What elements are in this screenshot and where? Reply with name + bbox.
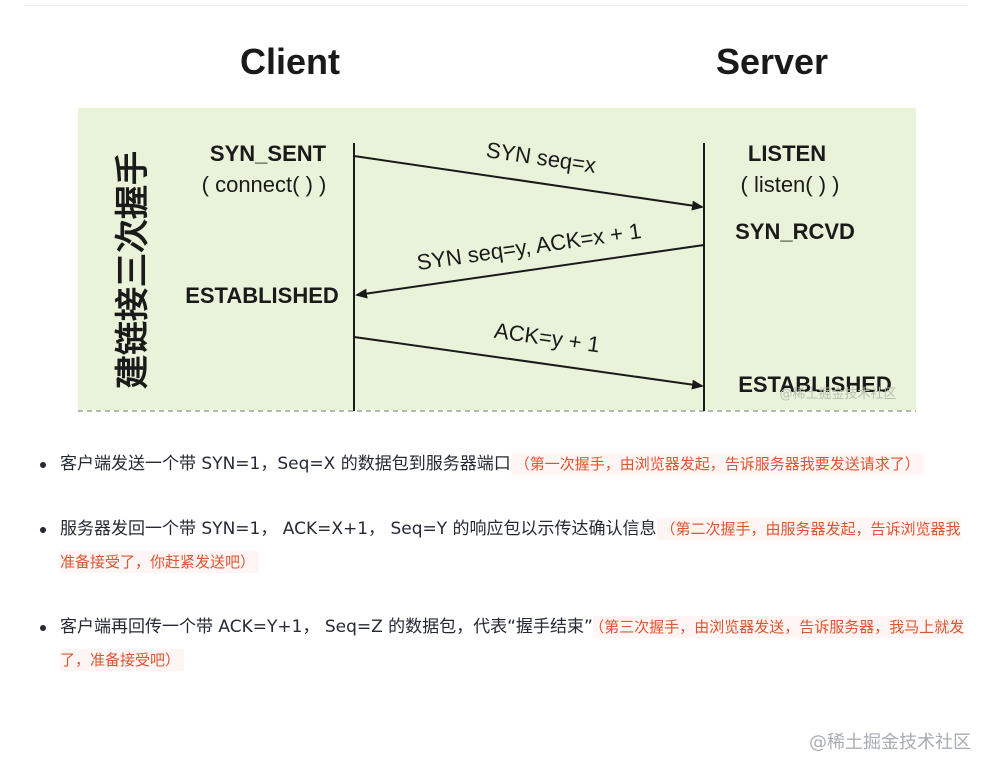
- tcp-handshake-diagram: Client Server 建链接三次握手 SYN_SENT ( connect…: [78, 41, 916, 412]
- client-state-syn-sent: SYN_SENT: [210, 141, 327, 166]
- server-state-listen: LISTEN: [748, 141, 826, 166]
- list-item: 客户端发送一个带 SYN=1，Seq=X 的数据包到服务器端口（第一次握手，由浏…: [36, 448, 971, 481]
- client-state-established: ESTABLISHED: [185, 283, 339, 308]
- server-heading: Server: [716, 41, 828, 82]
- step-text: 客户端再回传一个带 ACK=Y+1， Seq=Z 的数据包，代表“握手结束”: [60, 617, 593, 637]
- step-note: （第一次握手，由浏览器发起，告诉服务器我要发送请求了）: [510, 453, 924, 475]
- step-text: 客户端发送一个带 SYN=1，Seq=X 的数据包到服务器端口: [60, 454, 511, 474]
- handshake-steps-list: 客户端发送一个带 SYN=1，Seq=X 的数据包到服务器端口（第一次握手，由浏…: [36, 448, 971, 709]
- list-item: 服务器发回一个带 SYN=1， ACK=X+1， Seq=Y 的响应包以示传达确…: [36, 513, 971, 579]
- client-call-connect: ( connect( ) ): [202, 172, 327, 197]
- page-watermark: @稀土掘金技术社区: [809, 732, 971, 753]
- client-heading: Client: [240, 41, 340, 82]
- arrow-ack: [353, 336, 704, 390]
- server-state-syn-rcvd: SYN_RCVD: [735, 219, 855, 244]
- side-title: 建链接三次握手: [113, 151, 153, 389]
- image-watermark: @稀土掘金技术社区: [779, 386, 896, 402]
- server-state-established: ESTABLISHED: [738, 372, 892, 397]
- arrow-syn: [353, 155, 704, 211]
- diagram-panel: [78, 108, 916, 410]
- server-call-listen: ( listen( ) ): [741, 172, 840, 197]
- list-item: 客户端再回传一个带 ACK=Y+1， Seq=Z 的数据包，代表“握手结束”（第…: [36, 611, 971, 677]
- top-divider: [24, 5, 968, 6]
- arrow-syn-ack: [355, 244, 705, 299]
- step-text: 服务器发回一个带 SYN=1， ACK=X+1， Seq=Y 的响应包以示传达确…: [60, 519, 657, 539]
